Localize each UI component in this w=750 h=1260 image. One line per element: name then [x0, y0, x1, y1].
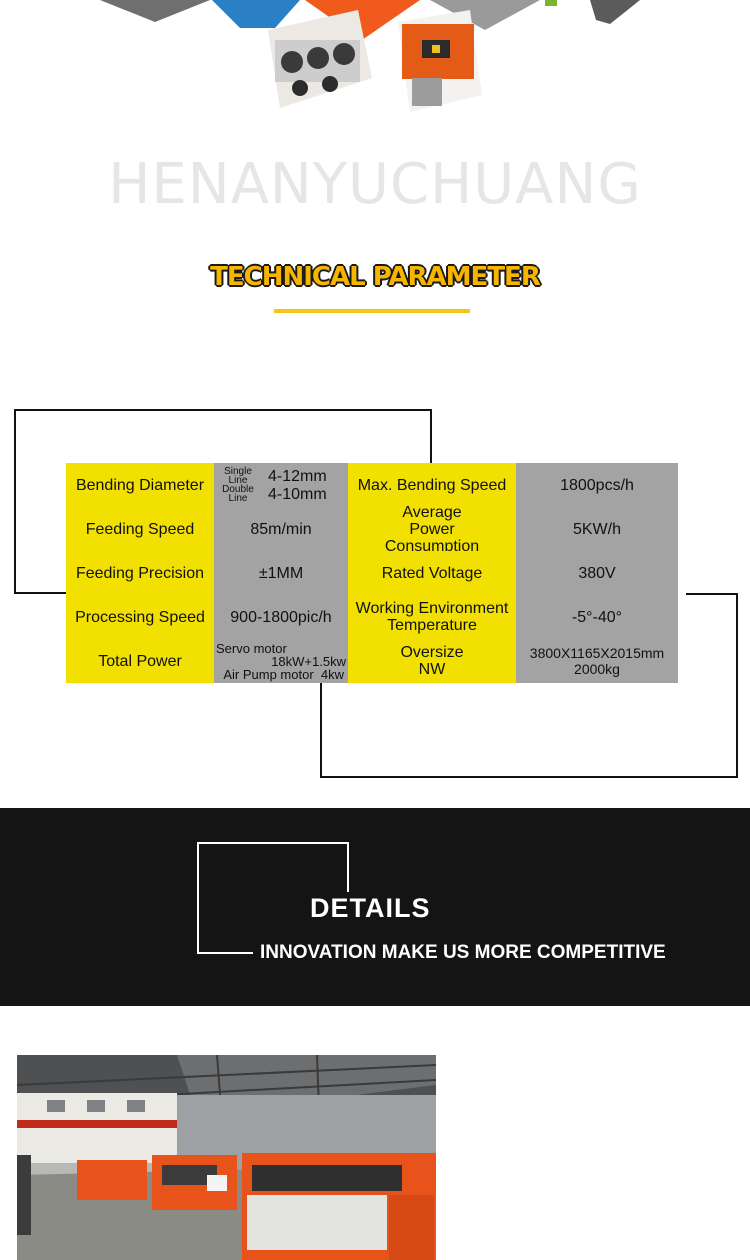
- label-text: Max. Bending Speed: [357, 476, 507, 494]
- tool-image: [590, 0, 640, 24]
- total-power-line2: 18kW+1.5kw: [271, 653, 346, 669]
- value-feeding-speed: 85m/min: [214, 507, 348, 551]
- frame-bottom-right-top: [686, 593, 738, 595]
- double-line-label: Double Line: [222, 484, 254, 504]
- total-power-line3: Air Pump motor 4kw: [223, 666, 344, 682]
- gray-tile-left: [100, 0, 210, 22]
- label-feeding-speed: Feeding Speed: [66, 507, 214, 551]
- details-banner: [0, 808, 750, 1006]
- label-max-bending-speed: Max. Bending Speed: [348, 463, 516, 507]
- frame-bottom-left-rise: [320, 683, 322, 778]
- frame-left-return: [14, 592, 66, 594]
- label-oversize: Oversize: [400, 644, 464, 661]
- label-text: Bending Diameter: [75, 476, 205, 494]
- label-total-power: Total Power: [66, 639, 214, 683]
- details-title: DETAILS: [310, 893, 431, 923]
- frame-top-left-horizontal: [14, 409, 432, 411]
- label-nw: NW: [418, 661, 446, 678]
- label-text: Processing Speed: [75, 608, 205, 626]
- value-text: 900-1800pic/h: [230, 608, 332, 626]
- value-working-environment-temperature: -5°-40°: [516, 595, 678, 639]
- value-average-power-consumption: 5KW/h: [516, 507, 678, 551]
- details-frame-bottom: [197, 952, 253, 954]
- value-text: 85m/min: [250, 520, 312, 538]
- label-feeding-precision: Feeding Precision: [66, 551, 214, 595]
- frame-bottom-horizontal: [320, 776, 738, 778]
- label-text: Rated Voltage: [381, 564, 483, 582]
- value-text: 380V: [578, 564, 616, 582]
- details-frame-left: [197, 842, 199, 954]
- frame-bottom-right-vertical: [736, 593, 738, 778]
- value-total-power: Servo motor 18kW+1.5kw Air Pump motor 4k…: [214, 639, 348, 683]
- label-text: Feeding Precision: [75, 564, 205, 582]
- value-oversize: 3800X1165X2015mm: [529, 645, 665, 661]
- single-line-value: 4-12mm: [268, 467, 327, 485]
- value-max-bending-speed: 1800pcs/h: [516, 463, 678, 507]
- value-feeding-precision: ±1MM: [214, 551, 348, 595]
- value-text: ±1MM: [258, 564, 304, 582]
- frame-top-right-drop: [430, 409, 432, 464]
- label-oversize-nw: Oversize NW: [348, 639, 516, 683]
- details-subtitle: INNOVATION MAKE US MORE COMPETITIVE: [260, 942, 666, 963]
- title-underline: [274, 309, 470, 313]
- factory-floor-photo: [17, 1055, 436, 1260]
- label-text: Average Power Consumption: [384, 503, 480, 555]
- section-title-technical-parameter: TECHNICAL PARAMETER: [210, 262, 541, 292]
- details-frame-top: [197, 842, 349, 844]
- technical-parameter-table: Bending Diameter Single Line 4-12mm Doub…: [66, 463, 678, 683]
- value-nw: 2000kg: [574, 661, 620, 677]
- brand-watermark: HENANYUCHUANG: [108, 152, 642, 217]
- cutter-unit-image: [398, 10, 482, 112]
- blue-part-image: [212, 0, 300, 28]
- label-text: Feeding Speed: [85, 520, 195, 538]
- label-working-environment-temperature: Working Environment Temperature: [348, 595, 516, 639]
- frame-top-left-vertical: [14, 409, 16, 594]
- label-bending-diameter: Bending Diameter: [66, 463, 214, 507]
- value-rated-voltage: 380V: [516, 551, 678, 595]
- label-processing-speed: Processing Speed: [66, 595, 214, 639]
- orange-tile: [305, 0, 420, 40]
- value-bending-diameter: Single Line 4-12mm Double Line 4-10mm: [214, 463, 348, 507]
- roller-assembly-image: [268, 10, 372, 108]
- label-average-power-consumption: Average Power Consumption: [348, 504, 516, 555]
- label-rated-voltage: Rated Voltage: [348, 551, 516, 595]
- details-frame-right: [347, 842, 349, 892]
- value-text: -5°-40°: [571, 608, 623, 626]
- label-text: Working Environment Temperature: [355, 600, 509, 634]
- value-oversize-nw: 3800X1165X2015mm 2000kg: [516, 639, 678, 683]
- total-power-line1: Servo motor: [216, 640, 287, 656]
- value-text: 1800pcs/h: [560, 476, 634, 494]
- gray-tile-right: [430, 0, 540, 30]
- value-text: 5KW/h: [572, 520, 621, 538]
- value-processing-speed: 900-1800pic/h: [214, 595, 348, 639]
- product-photo-collage: [100, 0, 640, 112]
- label-text: Total Power: [98, 652, 182, 670]
- double-line-value: 4-10mm: [268, 485, 327, 503]
- single-line-label: Single Line: [224, 466, 252, 486]
